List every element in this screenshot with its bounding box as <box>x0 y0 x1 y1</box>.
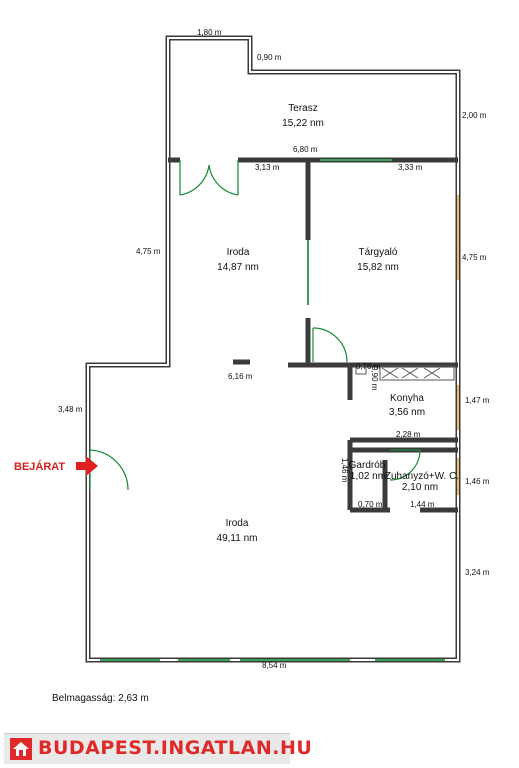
room-iroda-bottom-area: 49,11 nm <box>217 533 258 544</box>
dim-616: 6,16 m <box>228 372 253 381</box>
dim-step: 0,90 m <box>257 53 282 62</box>
room-gardrob-name: Gardrób <box>349 460 386 471</box>
dim-146: 1,46 m <box>465 477 490 486</box>
room-targyalo-area: 15,82 nm <box>357 262 399 273</box>
room-iroda-top-area: 14,87 nm <box>217 262 259 273</box>
entrance-arrow-icon <box>76 456 98 476</box>
dim-313: 3,13 m <box>255 163 280 172</box>
room-konyha-name: Konyha <box>390 393 424 404</box>
room-labels: Terasz 15,22 nm Iroda 14,87 nm Tárgyaló … <box>217 103 460 544</box>
dim-680: 6,80 m <box>293 145 318 154</box>
house-logo-icon <box>10 738 32 760</box>
dim-070: 0,70 m <box>356 362 381 371</box>
dim-228: 2,28 m <box>396 430 421 439</box>
dim-333: 3,33 m <box>398 163 423 172</box>
dim-146-vertical: 1,46 m <box>340 458 349 483</box>
interior-walls <box>168 157 458 513</box>
brand-name: BUDAPEST.INGATLAN.HU <box>38 737 313 759</box>
windows <box>100 159 459 661</box>
room-zuhanyzo-name: Zuhanyzó+W. C. <box>385 471 459 482</box>
room-targyalo-name: Tárgyaló <box>359 247 398 258</box>
dim-324: 3,24 m <box>465 568 490 577</box>
dim-terasz-right: 2,00 m <box>462 111 487 120</box>
dim-144: 1,44 m <box>410 500 435 509</box>
dim-854: 8,54 m <box>262 661 287 670</box>
room-terasz-area: 15,22 nm <box>282 118 324 129</box>
dim-070-b: 0,70 m <box>358 500 383 509</box>
brand-banner: BUDAPEST.INGATLAN.HU <box>4 733 312 764</box>
dim-top: 1,80 m <box>197 28 222 37</box>
room-zuhanyzo-area: 2,10 nm <box>402 482 438 493</box>
entrance-label: BEJÁRAT <box>14 460 65 473</box>
room-konyha-area: 3,56 nm <box>389 407 425 418</box>
room-iroda-top-name: Iroda <box>227 247 250 258</box>
dim-090: 0,90 m <box>370 366 379 391</box>
room-terasz-name: Terasz <box>288 103 317 114</box>
room-iroda-bottom-name: Iroda <box>226 518 249 529</box>
ceiling-height-note: Belmagasság: 2,63 m <box>52 693 149 704</box>
room-gardrob-area: 1,02 nm <box>350 471 386 482</box>
dim-147: 1,47 m <box>465 396 490 405</box>
outer-walls <box>85 35 461 663</box>
dim-left-upper: 4,75 m <box>136 247 161 256</box>
doors <box>89 160 421 491</box>
dim-right-upper: 4,75 m <box>462 253 487 262</box>
dim-348: 3,48 m <box>58 405 83 414</box>
dimension-labels: 1,80 m 0,90 m 2,00 m 6,80 m 3,13 m 3,33 … <box>58 28 490 670</box>
